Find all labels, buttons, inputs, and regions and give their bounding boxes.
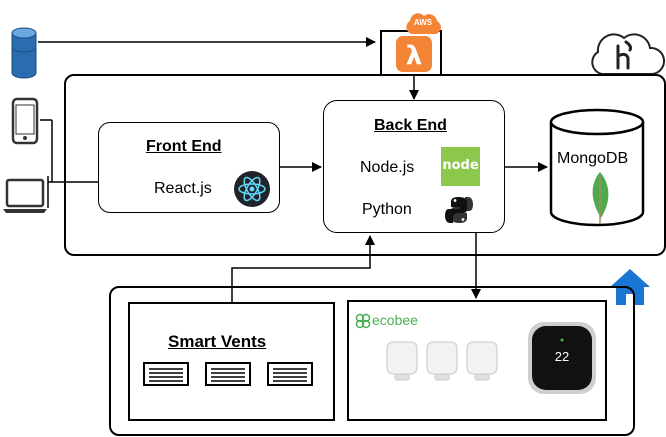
ecobee-thermostat-icon: [528, 322, 596, 394]
back-end-title: Back End: [374, 117, 447, 134]
vent-icon: [267, 362, 313, 386]
aws-cloud-icon: [406, 13, 441, 35]
smart-vents-box: [128, 302, 335, 421]
mongodb-cylinder: [549, 108, 645, 227]
svg-text:λ: λ: [406, 41, 422, 71]
front-end-title: Front End: [146, 138, 222, 155]
front-end-box: [98, 122, 280, 213]
aws-lambda-icon: λ: [396, 36, 432, 72]
ecobee-brand: ecobee: [372, 312, 418, 328]
front-end-tech: React.js: [154, 180, 212, 197]
vent-icon: [143, 362, 189, 386]
back-end-tech-python: Python: [362, 201, 412, 218]
mongodb-label: MongoDB: [557, 150, 629, 167]
node-icon: node: [441, 147, 480, 186]
vent-icon: [205, 362, 251, 386]
ecobee-sensor-icon: [466, 341, 498, 381]
ecobee-sensor-icon: [426, 341, 458, 381]
laptop-icon: [3, 178, 47, 213]
python-icon: [445, 197, 473, 223]
database-icon: [11, 27, 37, 79]
ecobee-sensor-icon: [386, 341, 418, 381]
ecobee-logo-icon: [355, 313, 371, 329]
react-icon: [234, 171, 270, 207]
back-end-tech-node: Node.js: [360, 159, 415, 176]
heroku-cloud-icon: [591, 33, 665, 75]
home-container: [109, 286, 635, 436]
thermostat-reading: 22: [554, 349, 570, 364]
node-logo-text: node: [442, 158, 479, 173]
mongodb-leaf-icon: [592, 172, 609, 224]
phone-icon: [11, 97, 39, 145]
server-container: [64, 74, 666, 256]
aws-badge: AWS: [413, 18, 433, 27]
smart-vents-title: Smart Vents: [168, 332, 267, 351]
